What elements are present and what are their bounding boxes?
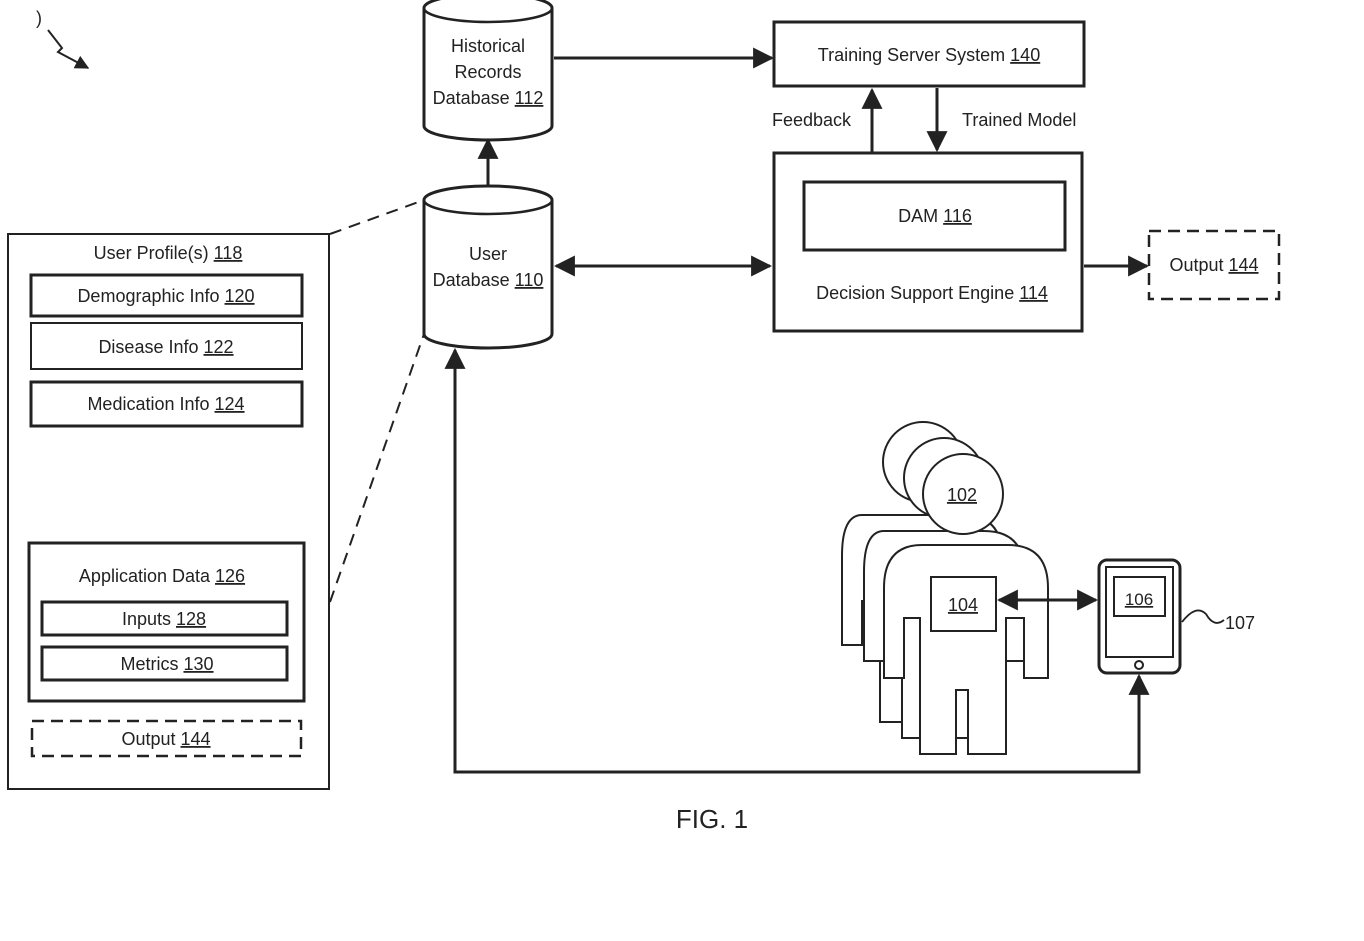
figure-caption: FIG. 1 [676, 804, 748, 834]
historical-db-label-2: Records [454, 62, 521, 82]
system-reference-mark: ) [36, 8, 88, 68]
tablet-ref-label: 107 [1225, 613, 1255, 633]
callout-line-top [330, 200, 424, 234]
application-data-label: Application Data 126 [79, 566, 245, 586]
output-right: Output 144 [1149, 231, 1279, 299]
feedback-label: Feedback [772, 110, 852, 130]
historical-db-label-1: Historical [451, 36, 525, 56]
user-database: User Database 110 [424, 186, 552, 348]
users-ref-label: 102 [947, 485, 977, 505]
user-profiles-panel: User Profile(s) 118 Demographic Info 120… [8, 234, 329, 789]
users-group: 102 104 [842, 422, 1048, 754]
tablet-screen-ref: 106 [1125, 590, 1153, 609]
trained-model-label: Trained Model [962, 110, 1076, 130]
lightning-arrow-icon [48, 30, 88, 68]
user-profiles-title: User Profile(s) 118 [94, 243, 243, 263]
decision-engine-label: Decision Support Engine 114 [816, 283, 1048, 303]
dam-label: DAM 116 [898, 206, 972, 226]
system-ref-text: ) [36, 8, 42, 28]
training-server-label: Training Server System 140 [818, 45, 1040, 65]
profile-output-label: Output 144 [121, 729, 210, 749]
training-server-system: Training Server System 140 [774, 22, 1084, 86]
historical-records-database: Historical Records Database 112 [424, 0, 552, 140]
inputs-label: Inputs 128 [122, 609, 206, 629]
tablet-home-button [1135, 661, 1143, 669]
decision-support-engine: DAM 116 Decision Support Engine 114 [774, 153, 1082, 331]
tablet-ref-leader [1182, 610, 1224, 622]
demographic-info-label: Demographic Info 120 [77, 286, 254, 306]
output-right-label: Output 144 [1169, 255, 1258, 275]
body-device-ref: 104 [948, 595, 978, 615]
tablet-device: 106 107 [1099, 560, 1255, 673]
medication-info-label: Medication Info 124 [87, 394, 244, 414]
figure-label: FIG. 1 [676, 804, 748, 834]
metrics-label: Metrics 130 [120, 654, 213, 674]
disease-info-label: Disease Info 122 [98, 337, 233, 357]
callout-line-bottom [330, 334, 424, 602]
user-db-label-2: Database 110 [433, 270, 544, 290]
user-db-label-1: User [469, 244, 507, 264]
historical-db-label-3: Database 112 [433, 88, 544, 108]
